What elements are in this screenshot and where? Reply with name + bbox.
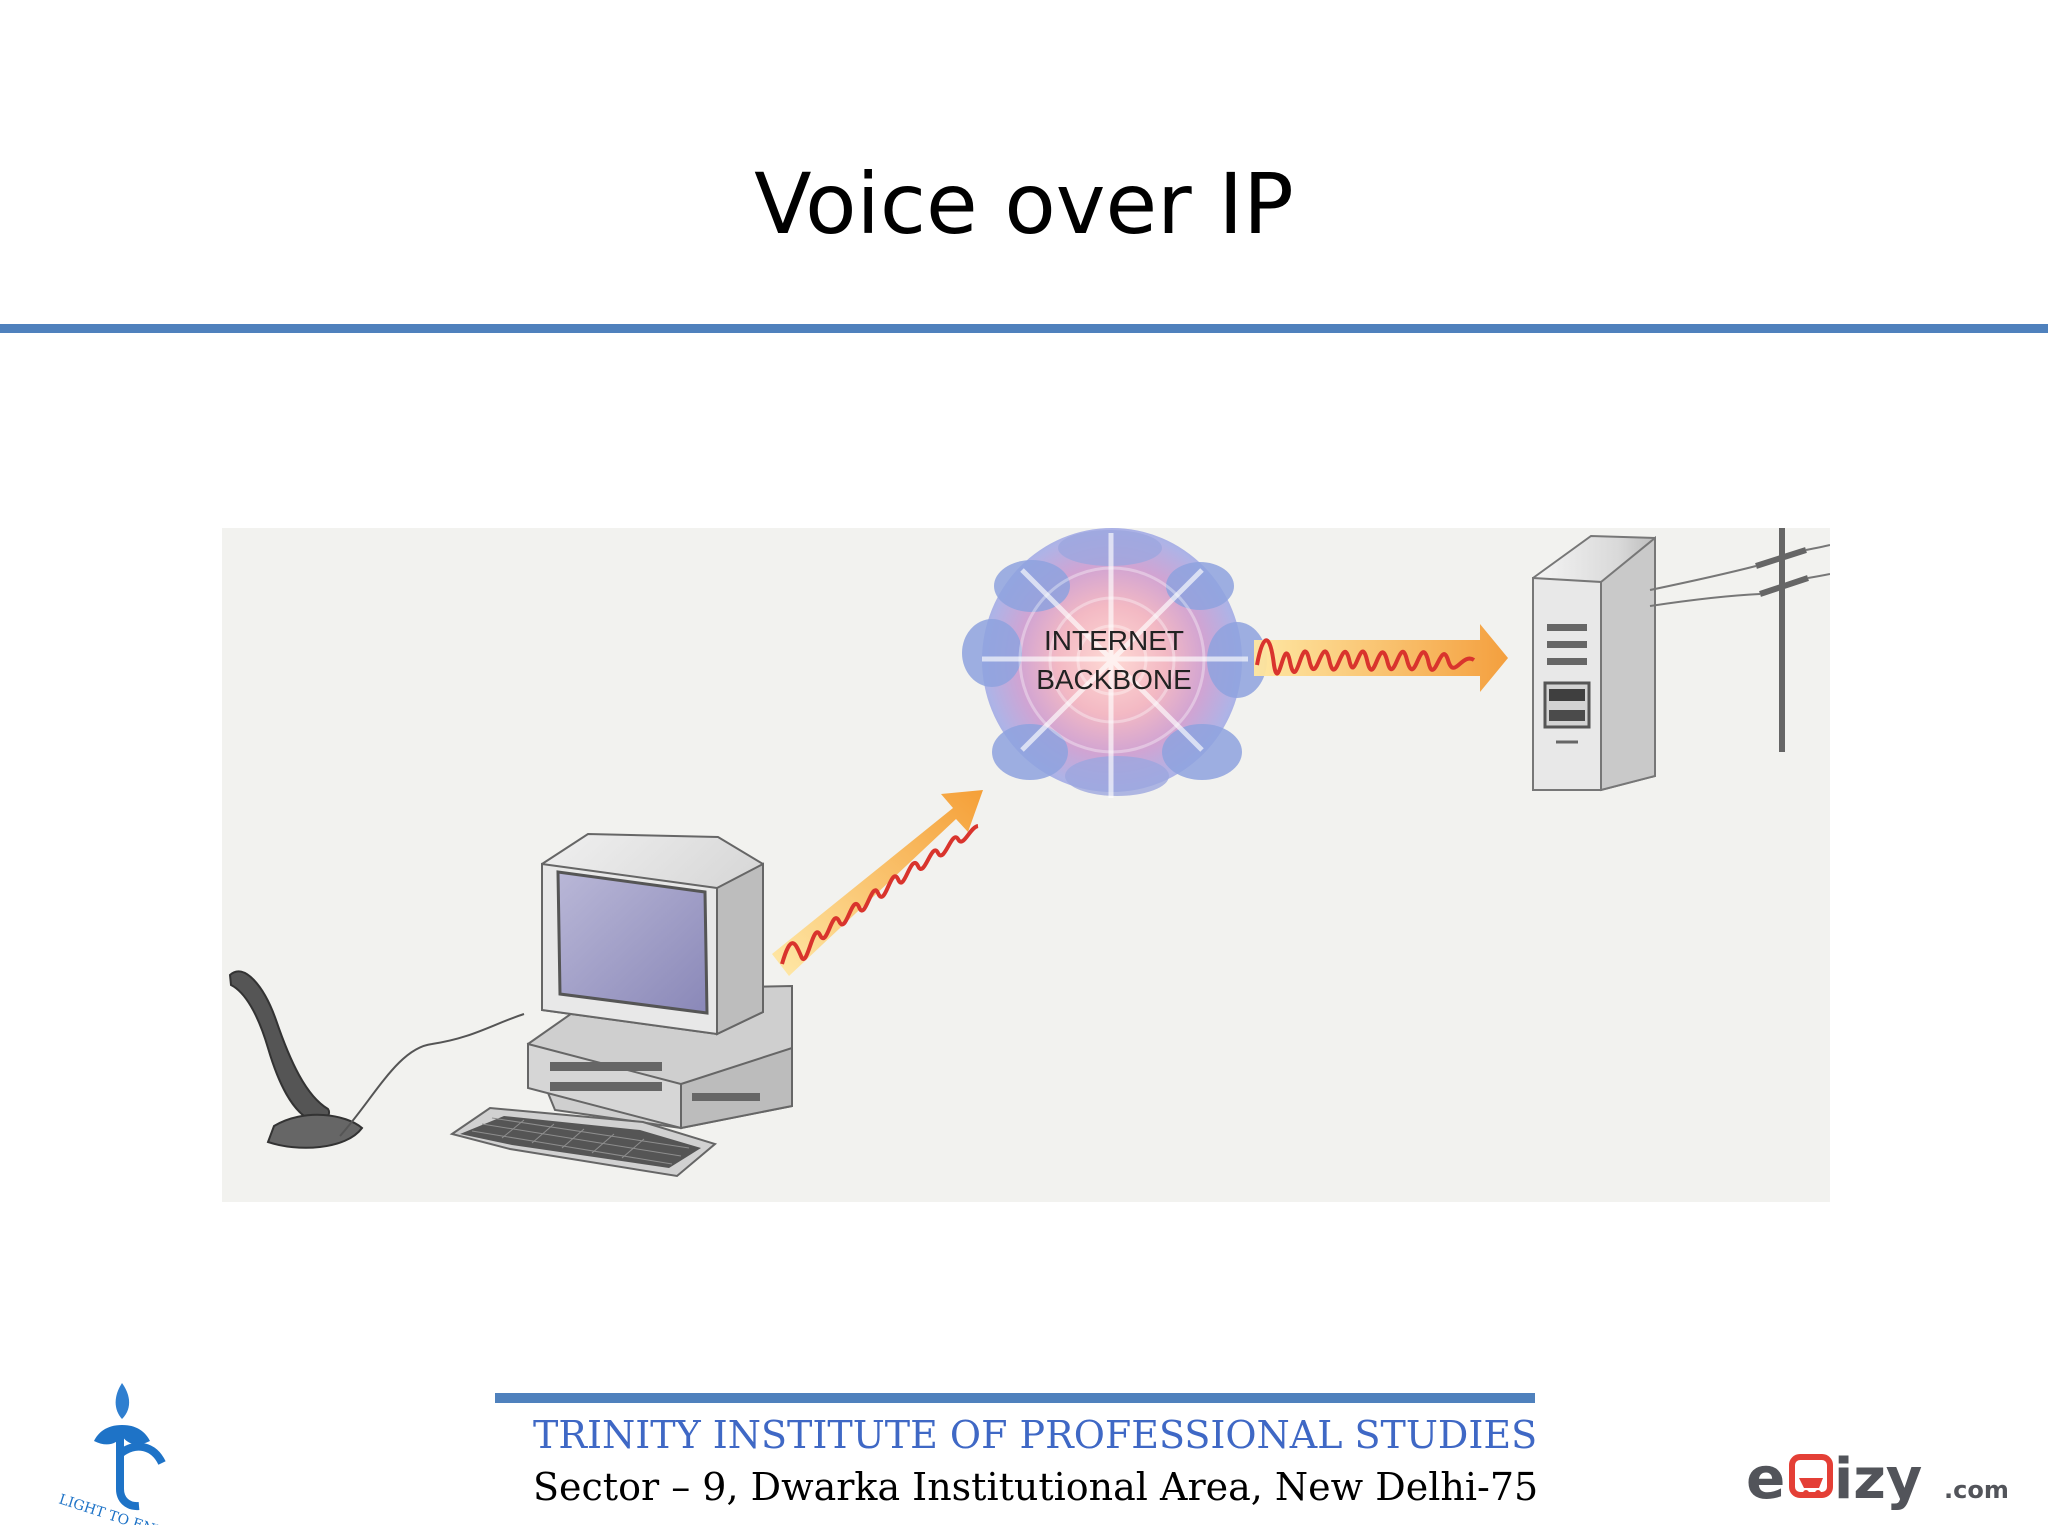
internet-label: INTERNET — [1044, 625, 1184, 656]
voip-diagram: INTERNET BACKBONE — [228, 528, 1830, 1178]
desktop-computer-icon — [449, 832, 793, 1178]
eduizy-logo: e izy .com — [1746, 1444, 2009, 1512]
title-divider — [0, 324, 2048, 333]
institute-address: Sector – 9, Dwarka Institutional Area, N… — [533, 1465, 1539, 1509]
logo-motto: LIGHT TO ENLIGHTEN — [57, 1492, 223, 1525]
slide-title: Voice over IP — [754, 155, 1294, 253]
backbone-label: BACKBONE — [1036, 664, 1192, 695]
institute-name: TRINITY INSTITUTE OF PROFESSIONAL STUDIE… — [533, 1413, 1538, 1457]
internet-backbone-cloud: INTERNET BACKBONE — [962, 528, 1267, 798]
brand-letter-e: e — [1746, 1444, 1785, 1512]
signal-to-server — [1254, 624, 1508, 692]
brand-suffix: .com — [1944, 1476, 2009, 1504]
voip-diagram-panel: INTERNET BACKBONE — [222, 528, 1830, 1202]
server-tower-icon — [1532, 534, 1656, 792]
telephone-handset-icon — [228, 970, 525, 1149]
institute-logo: LIGHT TO ENLIGHTEN — [57, 1383, 223, 1525]
signal-from-computer — [772, 790, 983, 976]
footer-divider — [495, 1393, 1535, 1403]
brand-text: izy — [1834, 1447, 1922, 1512]
utility-pole-icon — [1649, 528, 1830, 752]
